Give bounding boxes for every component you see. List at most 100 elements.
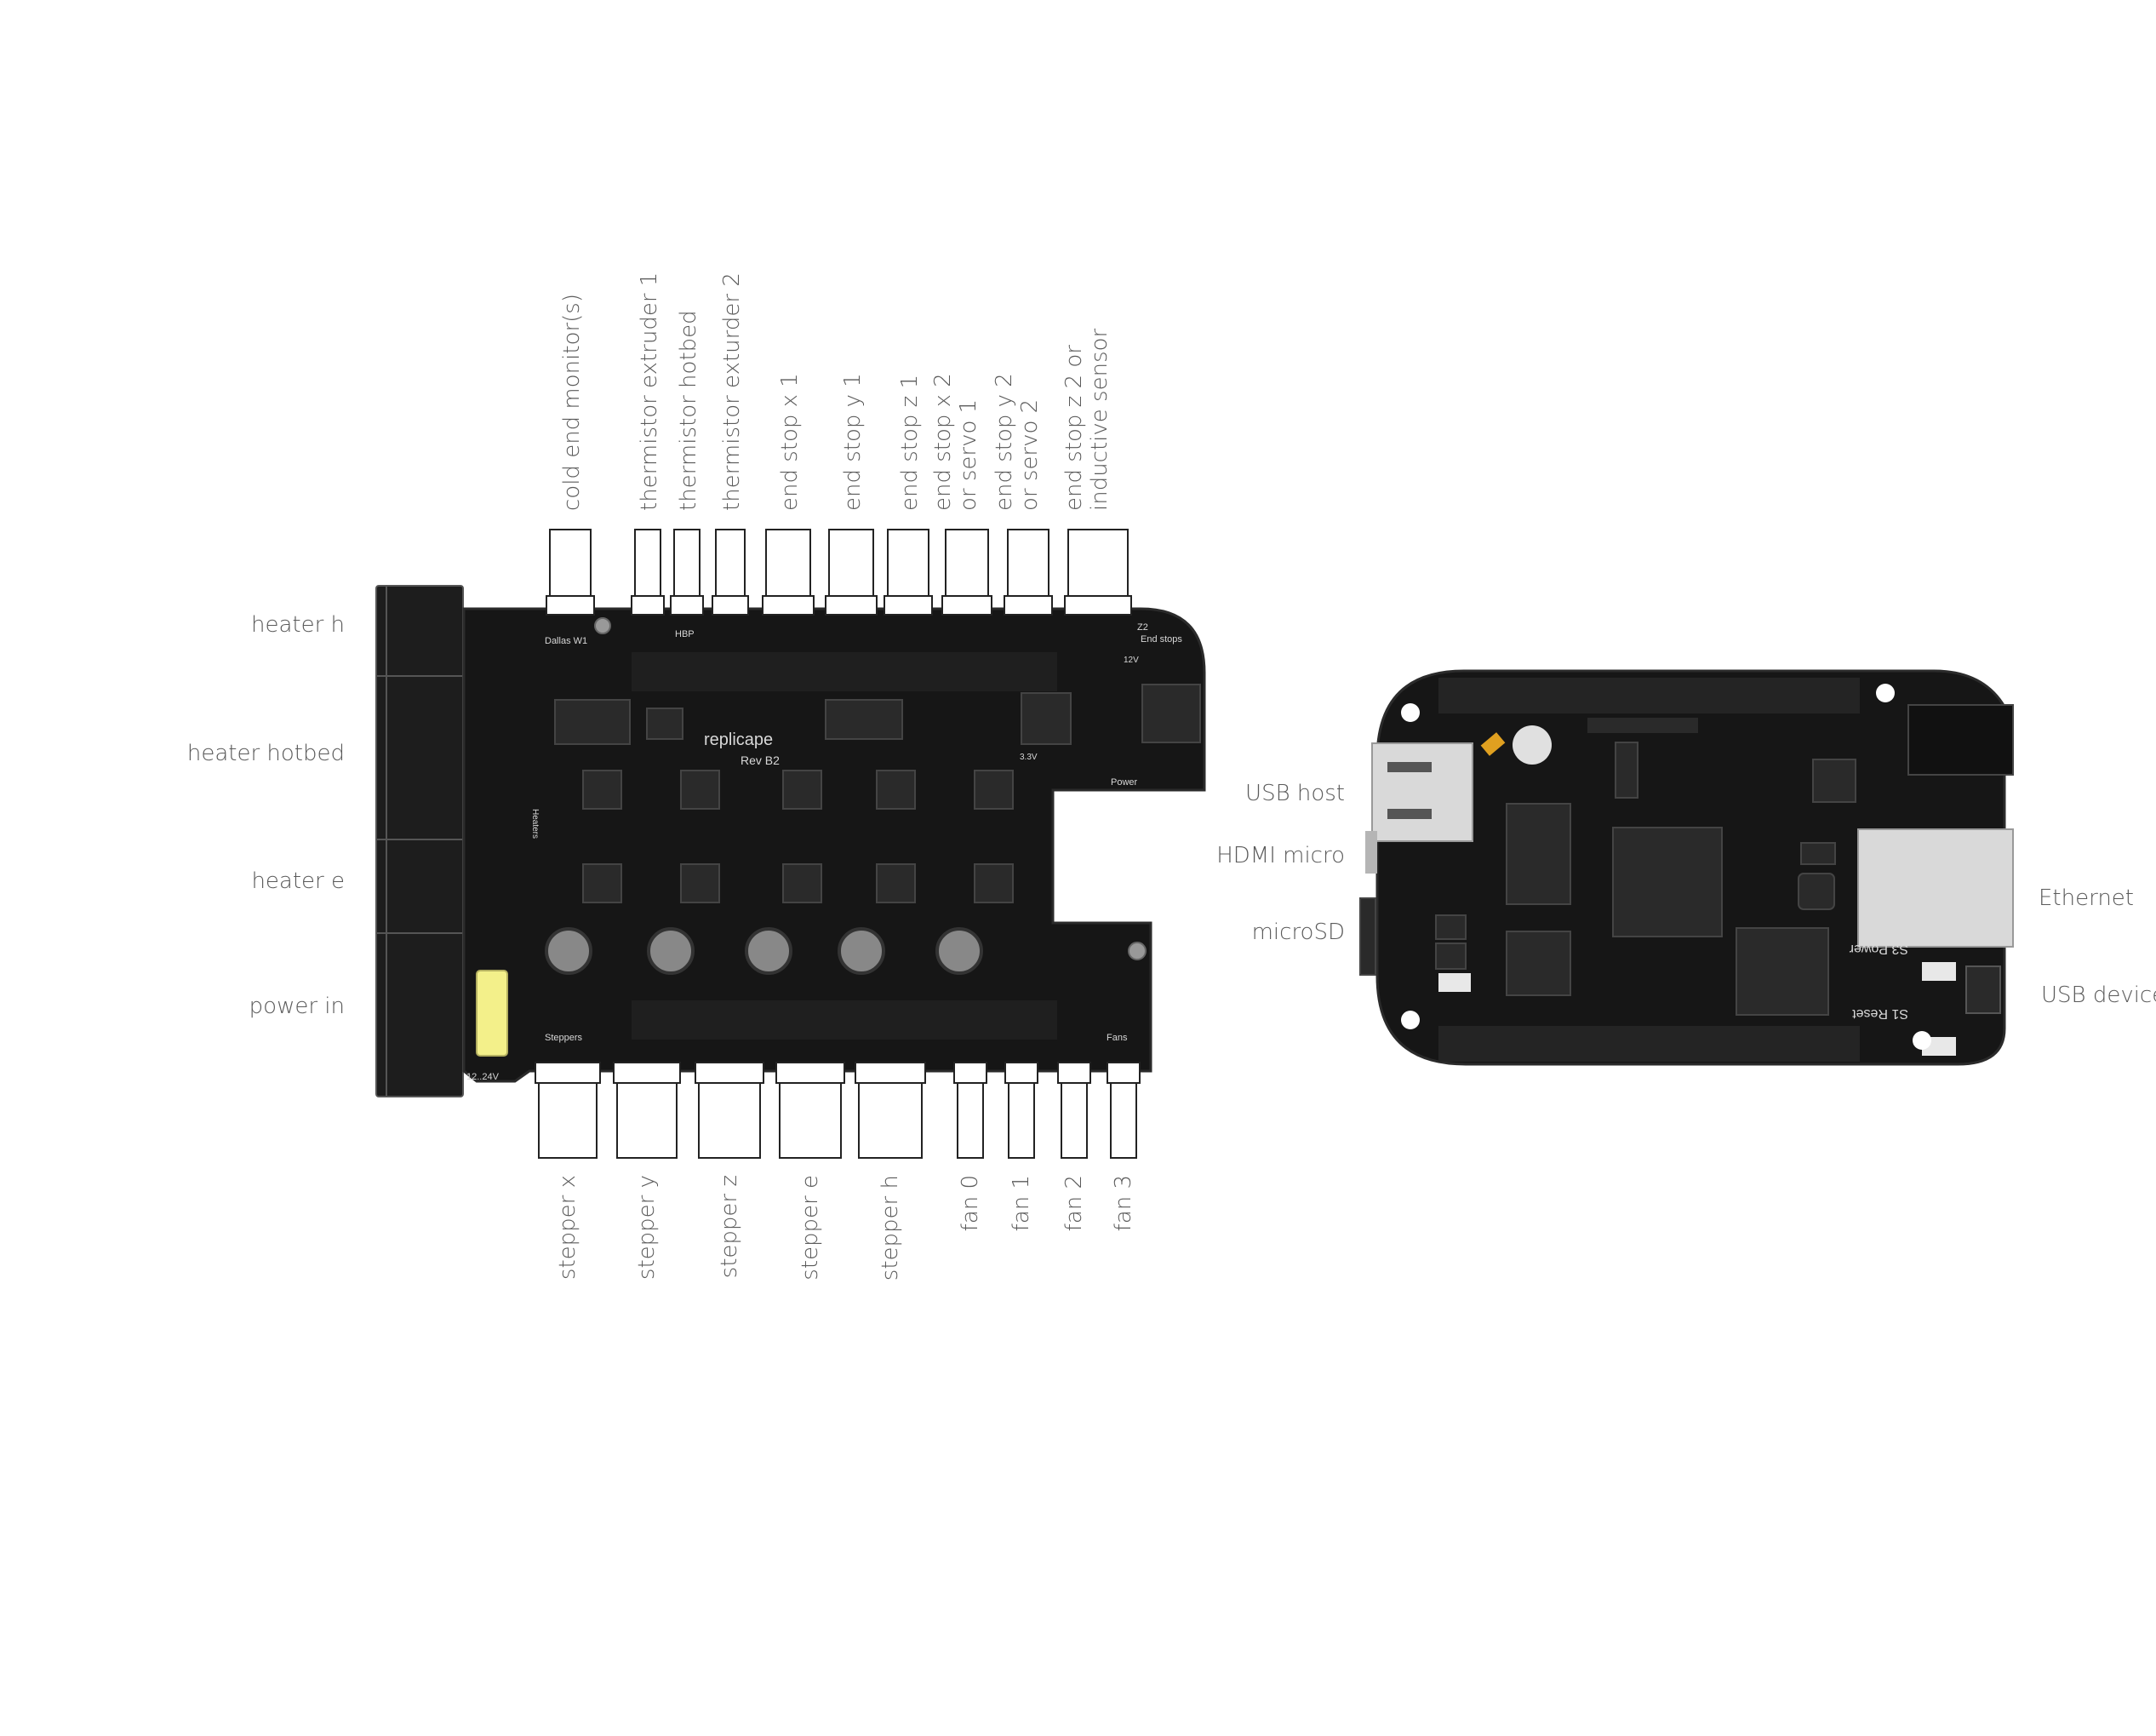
bottom-connector [1061, 1082, 1088, 1159]
led-component [1480, 732, 1506, 756]
label-heater-e: heater e [251, 868, 345, 894]
bottom-connector-base [1004, 1062, 1038, 1084]
top-connector [828, 529, 874, 597]
bottom-connectors [535, 1062, 1141, 1159]
hdmi-port [1365, 831, 1377, 874]
bottom-connector-base [613, 1062, 681, 1084]
replicape-revision: Rev B2 [741, 753, 780, 767]
label-hdmi-micro: HDMI micro [1216, 843, 1345, 868]
beaglebone-jtag-header [1587, 718, 1698, 733]
label-or-servo-2: or servo 2 [1017, 399, 1043, 511]
bottom-connector [858, 1082, 923, 1159]
silk-3v3: 3.3V [1020, 753, 1038, 762]
label-fan-0: fan 0 [958, 1175, 983, 1231]
top-connectors [546, 529, 1132, 616]
silk-power: Power [1111, 777, 1138, 788]
bottom-connector [698, 1082, 761, 1159]
bottom-connector-base [1107, 1062, 1141, 1084]
label-stepper-e: stepper e [798, 1175, 823, 1281]
stepper-potentiometers [545, 927, 983, 975]
bottom-connector [779, 1082, 842, 1159]
fuse [476, 970, 508, 1057]
top-connector [1067, 529, 1129, 597]
microsd-slot [1359, 897, 1376, 976]
bottom-connector [1008, 1082, 1035, 1159]
label-usb-host: USB host [1245, 781, 1345, 806]
bottom-connector-base [695, 1062, 764, 1084]
beaglebone-chips [1435, 742, 1856, 1016]
top-connector-base [825, 595, 878, 616]
label-cold-end-monitor-s: cold end monitor(s) [559, 294, 585, 511]
bottom-connector [957, 1082, 984, 1159]
bottom-connector-base [775, 1062, 845, 1084]
top-labels: cold end monitor(s) thermistor extruder 1… [559, 272, 1112, 511]
top-connector [765, 529, 811, 597]
top-connector-base [712, 595, 749, 616]
label-stepper-y: stepper y [634, 1175, 660, 1280]
top-connector [715, 529, 746, 597]
mounting-hole [1128, 942, 1147, 960]
top-connector [1007, 529, 1049, 597]
label-end-stop-y-1: end stop y 1 [840, 373, 866, 511]
label-fan-1: fan 1 [1009, 1175, 1034, 1231]
ethernet-port [1857, 828, 2014, 948]
dc-barrel-jack [1907, 704, 2014, 776]
silk-heaters: Heaters [530, 809, 540, 839]
label-thermistor-extruder-1: thermistor extruder 1 [637, 272, 662, 511]
silk-dallas: Dallas W1 [545, 636, 587, 646]
label-end-stop-y-2: end stop y 2 [992, 373, 1017, 511]
mounting-hole [594, 617, 611, 634]
silk-fans: Fans [1107, 1033, 1128, 1043]
usb-device-port [1965, 965, 2001, 1014]
label-microsd: microSD [1252, 920, 1345, 945]
silk-steppers: Steppers [545, 1033, 583, 1043]
label-usb-device: USB device [2041, 983, 2156, 1008]
usb-host-port [1371, 742, 1473, 842]
replicape-board: replicape Rev B2 Dallas W1 HBP End stops… [187, 272, 1206, 1281]
label-fan-3: fan 3 [1111, 1175, 1136, 1231]
top-connector [673, 529, 701, 597]
label-heater-hotbed: heater hotbed [187, 741, 345, 766]
label-stepper-x: stepper x [555, 1175, 580, 1280]
top-connector-base [1004, 595, 1053, 616]
header-pins-top [632, 652, 1057, 691]
bottom-connector-base [855, 1062, 926, 1084]
replicape-chips [554, 684, 1201, 903]
label-stepper-h: stepper h [878, 1175, 903, 1281]
label-end-stop-z-2-or: end stop z 2 or [1061, 345, 1087, 511]
top-connector [945, 529, 989, 597]
top-connector-base [941, 595, 992, 616]
label-thermistor-exturder-2: thermistor exturder 2 [719, 272, 745, 511]
label-end-stop-z-1: end stop z 1 [897, 375, 923, 511]
label-power-in: power in [249, 994, 345, 1019]
silk-z2: Z2 [1137, 622, 1148, 633]
top-connector-base [546, 595, 595, 616]
top-connector [634, 529, 661, 597]
label-ethernet: Ethernet [2039, 885, 2134, 911]
top-connector [549, 529, 592, 597]
terminal-block-strip [375, 585, 464, 1097]
bottom-connector [1110, 1082, 1137, 1159]
label-end-stop-x-2: end stop x 2 [930, 373, 956, 511]
bottom-connector [616, 1082, 678, 1159]
silk-end-stops: End stops [1141, 634, 1182, 645]
top-connector [887, 529, 929, 597]
silk-hbp: HBP [675, 629, 695, 639]
bottom-connector [538, 1082, 598, 1159]
label-or-servo-1: or servo 1 [956, 399, 981, 511]
label-fan-2: fan 2 [1061, 1175, 1087, 1231]
top-connector-base [1064, 595, 1132, 616]
replicape-logo: replicape [704, 730, 773, 749]
bottom-connector-base [535, 1062, 601, 1084]
silk-power-button: S3 Power [1849, 942, 1908, 956]
label-thermistor-hotbed: thermistor hotbed [676, 310, 701, 511]
beaglebone-mounting-holes [1401, 684, 1931, 1050]
top-connector-base [762, 595, 815, 616]
silk-12v: 12V [1124, 656, 1139, 665]
